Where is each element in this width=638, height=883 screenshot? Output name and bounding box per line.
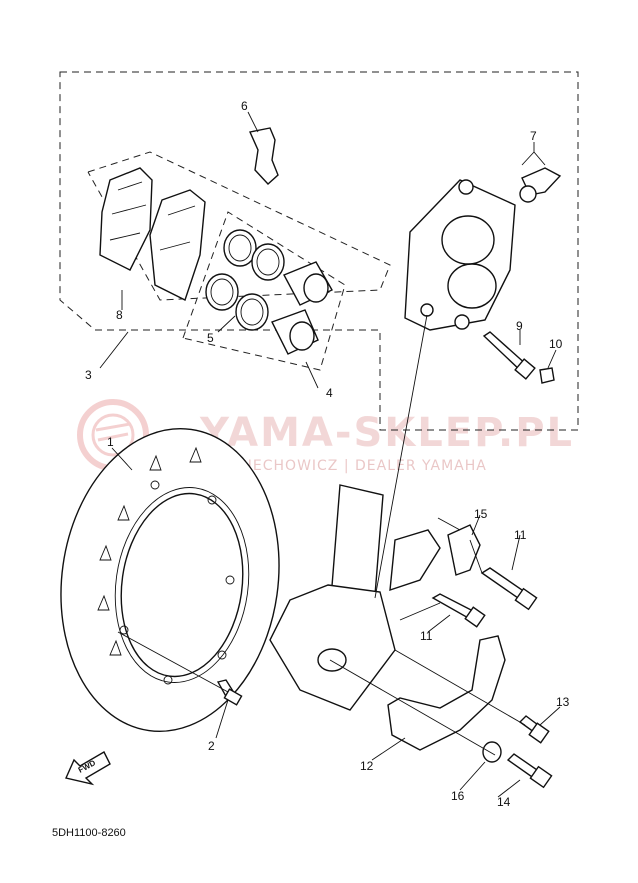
- watermark: YAMA-SKLEP.PL WOJCIECHOWICZ | DEALER YAM…: [77, 399, 574, 474]
- disc-cover: [387, 635, 506, 751]
- hose-bracket: [447, 524, 481, 576]
- callout-11-lower: 11: [420, 629, 433, 643]
- watermark-subtitle: WOJCIECHOWICZ | DEALER YAMAHA: [205, 458, 487, 474]
- seal-kit-outline: [182, 211, 346, 371]
- callout-1: 1: [107, 435, 114, 449]
- part-code: 5DH1100-8260: [52, 827, 126, 839]
- brake-pad-rear: [149, 189, 206, 301]
- callout-10: 10: [549, 337, 563, 351]
- brake-caliper: [404, 179, 516, 331]
- callout-9: 9: [516, 319, 523, 333]
- callout-3: 3: [85, 368, 92, 382]
- front-fork-leg: [269, 484, 441, 711]
- callout-12: 12: [360, 759, 374, 773]
- callout-7: 7: [530, 129, 537, 143]
- disc-bolt: [216, 679, 243, 706]
- washer: [482, 741, 502, 763]
- cover-bolt: [518, 715, 550, 744]
- callout-11-upper: 11: [514, 528, 527, 542]
- callout-8: 8: [116, 308, 123, 322]
- brake-pad-front: [99, 167, 153, 271]
- caliper-mount-bolt-lower: [431, 593, 486, 628]
- piston-seals: [205, 229, 285, 331]
- callout-2: 2: [208, 739, 215, 753]
- callout-labels: 1 2 3 4 5 6 7 8 9 10 11 11 12 13 14 15 1…: [85, 99, 570, 809]
- callout-6: 6: [241, 99, 248, 113]
- cover-bolt-long: [506, 753, 553, 789]
- pad-kit-outline: [87, 151, 391, 301]
- watermark-title: YAMA-SKLEP.PL: [199, 410, 574, 456]
- assembly-boundary: [59, 71, 579, 431]
- callout-5: 5: [207, 331, 214, 345]
- callout-14: 14: [497, 795, 511, 809]
- caliper-mount-bolt-upper: [480, 567, 538, 611]
- assembly-lines: [117, 314, 526, 756]
- caliper-pistons: [271, 261, 333, 355]
- pad-spring: [249, 127, 279, 185]
- caliper-pin-bolt: [482, 331, 536, 380]
- callout-16: 16: [451, 789, 465, 803]
- pin-plug: [539, 367, 555, 384]
- bleed-screw: [519, 167, 562, 203]
- callout-leaders: [99, 111, 561, 798]
- fwd-arrow-icon: FWD: [65, 751, 111, 786]
- callout-4: 4: [326, 386, 333, 400]
- brake-disc: [60, 428, 280, 732]
- callout-13: 13: [556, 695, 570, 709]
- callout-15: 15: [474, 507, 488, 521]
